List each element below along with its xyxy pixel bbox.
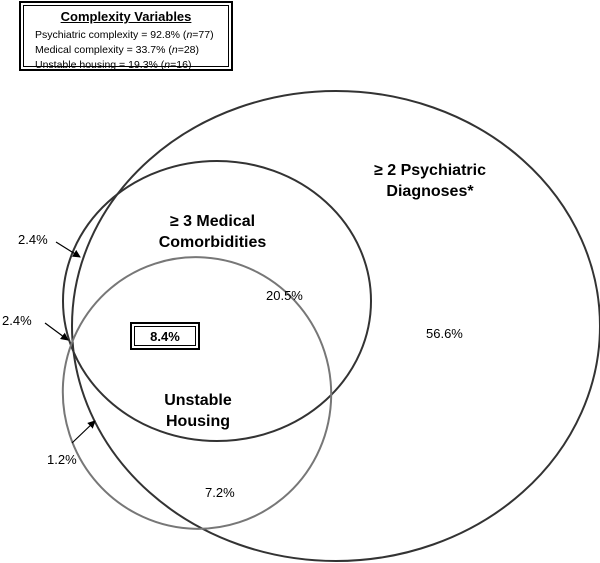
region-housing-only: 1.2% [47,452,77,467]
region-psych-housing: 7.2% [205,485,235,500]
region-medical-only: 2.4% [18,232,48,247]
legend-line-medical: Medical complexity = 33.7% (n=28) [35,44,200,56]
medical-set-ellipse [62,160,372,442]
region-medical-housing: 2.4% [2,313,32,328]
arrow-medical-housing [44,322,69,341]
psychiatric-set-ellipse [71,90,600,562]
arrow-medical-only [55,241,81,258]
region-all-three-box: 8.4% [130,322,200,350]
medical-set-title: ≥ 3 Medical Comorbidities [158,213,267,251]
region-psych-medical: 20.5% [266,288,303,303]
arrow-housing-only [71,420,96,444]
region-psychiatric-only: 56.6% [426,326,463,341]
legend-line-housing: Unstable housing = 19.3% (n=16) [35,59,192,71]
psychiatric-set-title: ≥ 2 Psychiatric Diagnoses* [374,162,486,200]
legend-box: Complexity Variables Psychiatric complex… [19,1,233,71]
housing-set-title: Unstable Housing [164,392,232,430]
legend-title: Complexity Variables [60,9,192,24]
housing-set-ellipse [61,256,333,530]
legend-line-psychiatric: Psychiatric complexity = 92.8% (n=77) [35,29,214,41]
region-all-three: 8.4% [150,329,180,344]
